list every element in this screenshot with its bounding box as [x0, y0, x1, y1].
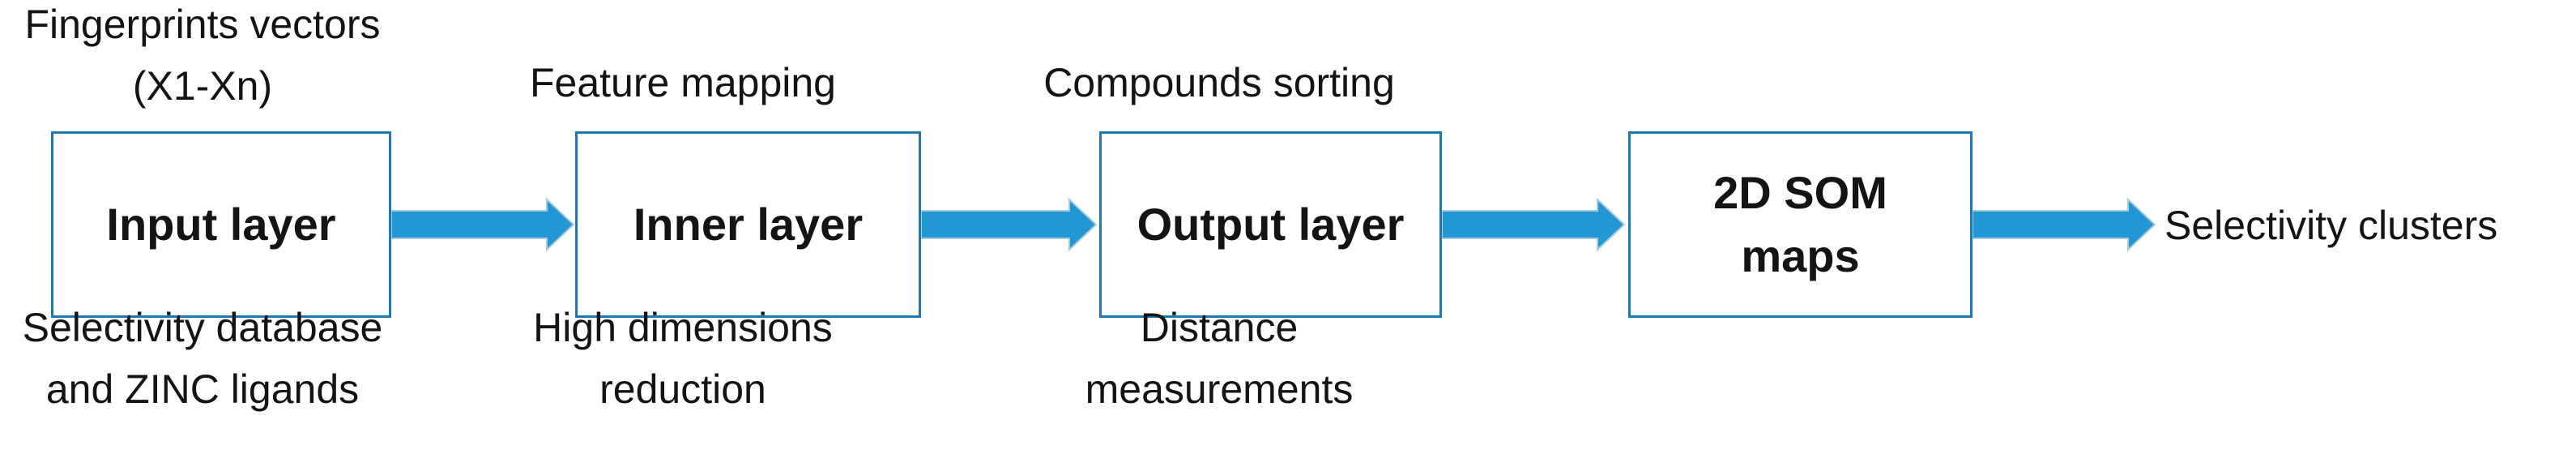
inner-layer-box: Inner layer — [575, 131, 921, 318]
input-layer-box-label: Input layer — [106, 199, 336, 250]
inner-layer-box-label: Inner layer — [633, 199, 864, 250]
input-layer-box: Input layer — [51, 131, 391, 318]
input-layer-top-label: Fingerprints vectors (X1-Xn) — [24, 2, 381, 109]
arrow-inner-to-output-icon — [921, 198, 1098, 251]
output-layer-box: Output layer — [1099, 131, 1442, 318]
som-maps-box: 2D SOM maps — [1628, 131, 1973, 318]
inner-layer-bottom-label: High dimensions reduction — [533, 305, 833, 412]
inner-layer-top-label: Feature mapping — [529, 60, 836, 105]
selectivity-clusters-label: Selectivity clusters — [2164, 203, 2498, 248]
input-layer-bottom-label: Selectivity database and ZINC ligands — [22, 305, 383, 412]
arrow-output-to-som-icon — [1442, 198, 1626, 251]
output-layer-box-label: Output layer — [1137, 199, 1405, 250]
arrow-input-to-inner-icon — [391, 198, 575, 251]
som-maps-box-label: 2D SOM maps — [1713, 167, 1887, 281]
output-layer-top-label: Compounds sorting — [1043, 60, 1395, 105]
arrow-som-to-clusters-icon — [1973, 198, 2156, 251]
output-layer-bottom-label: Distance measurements — [1085, 305, 1354, 412]
